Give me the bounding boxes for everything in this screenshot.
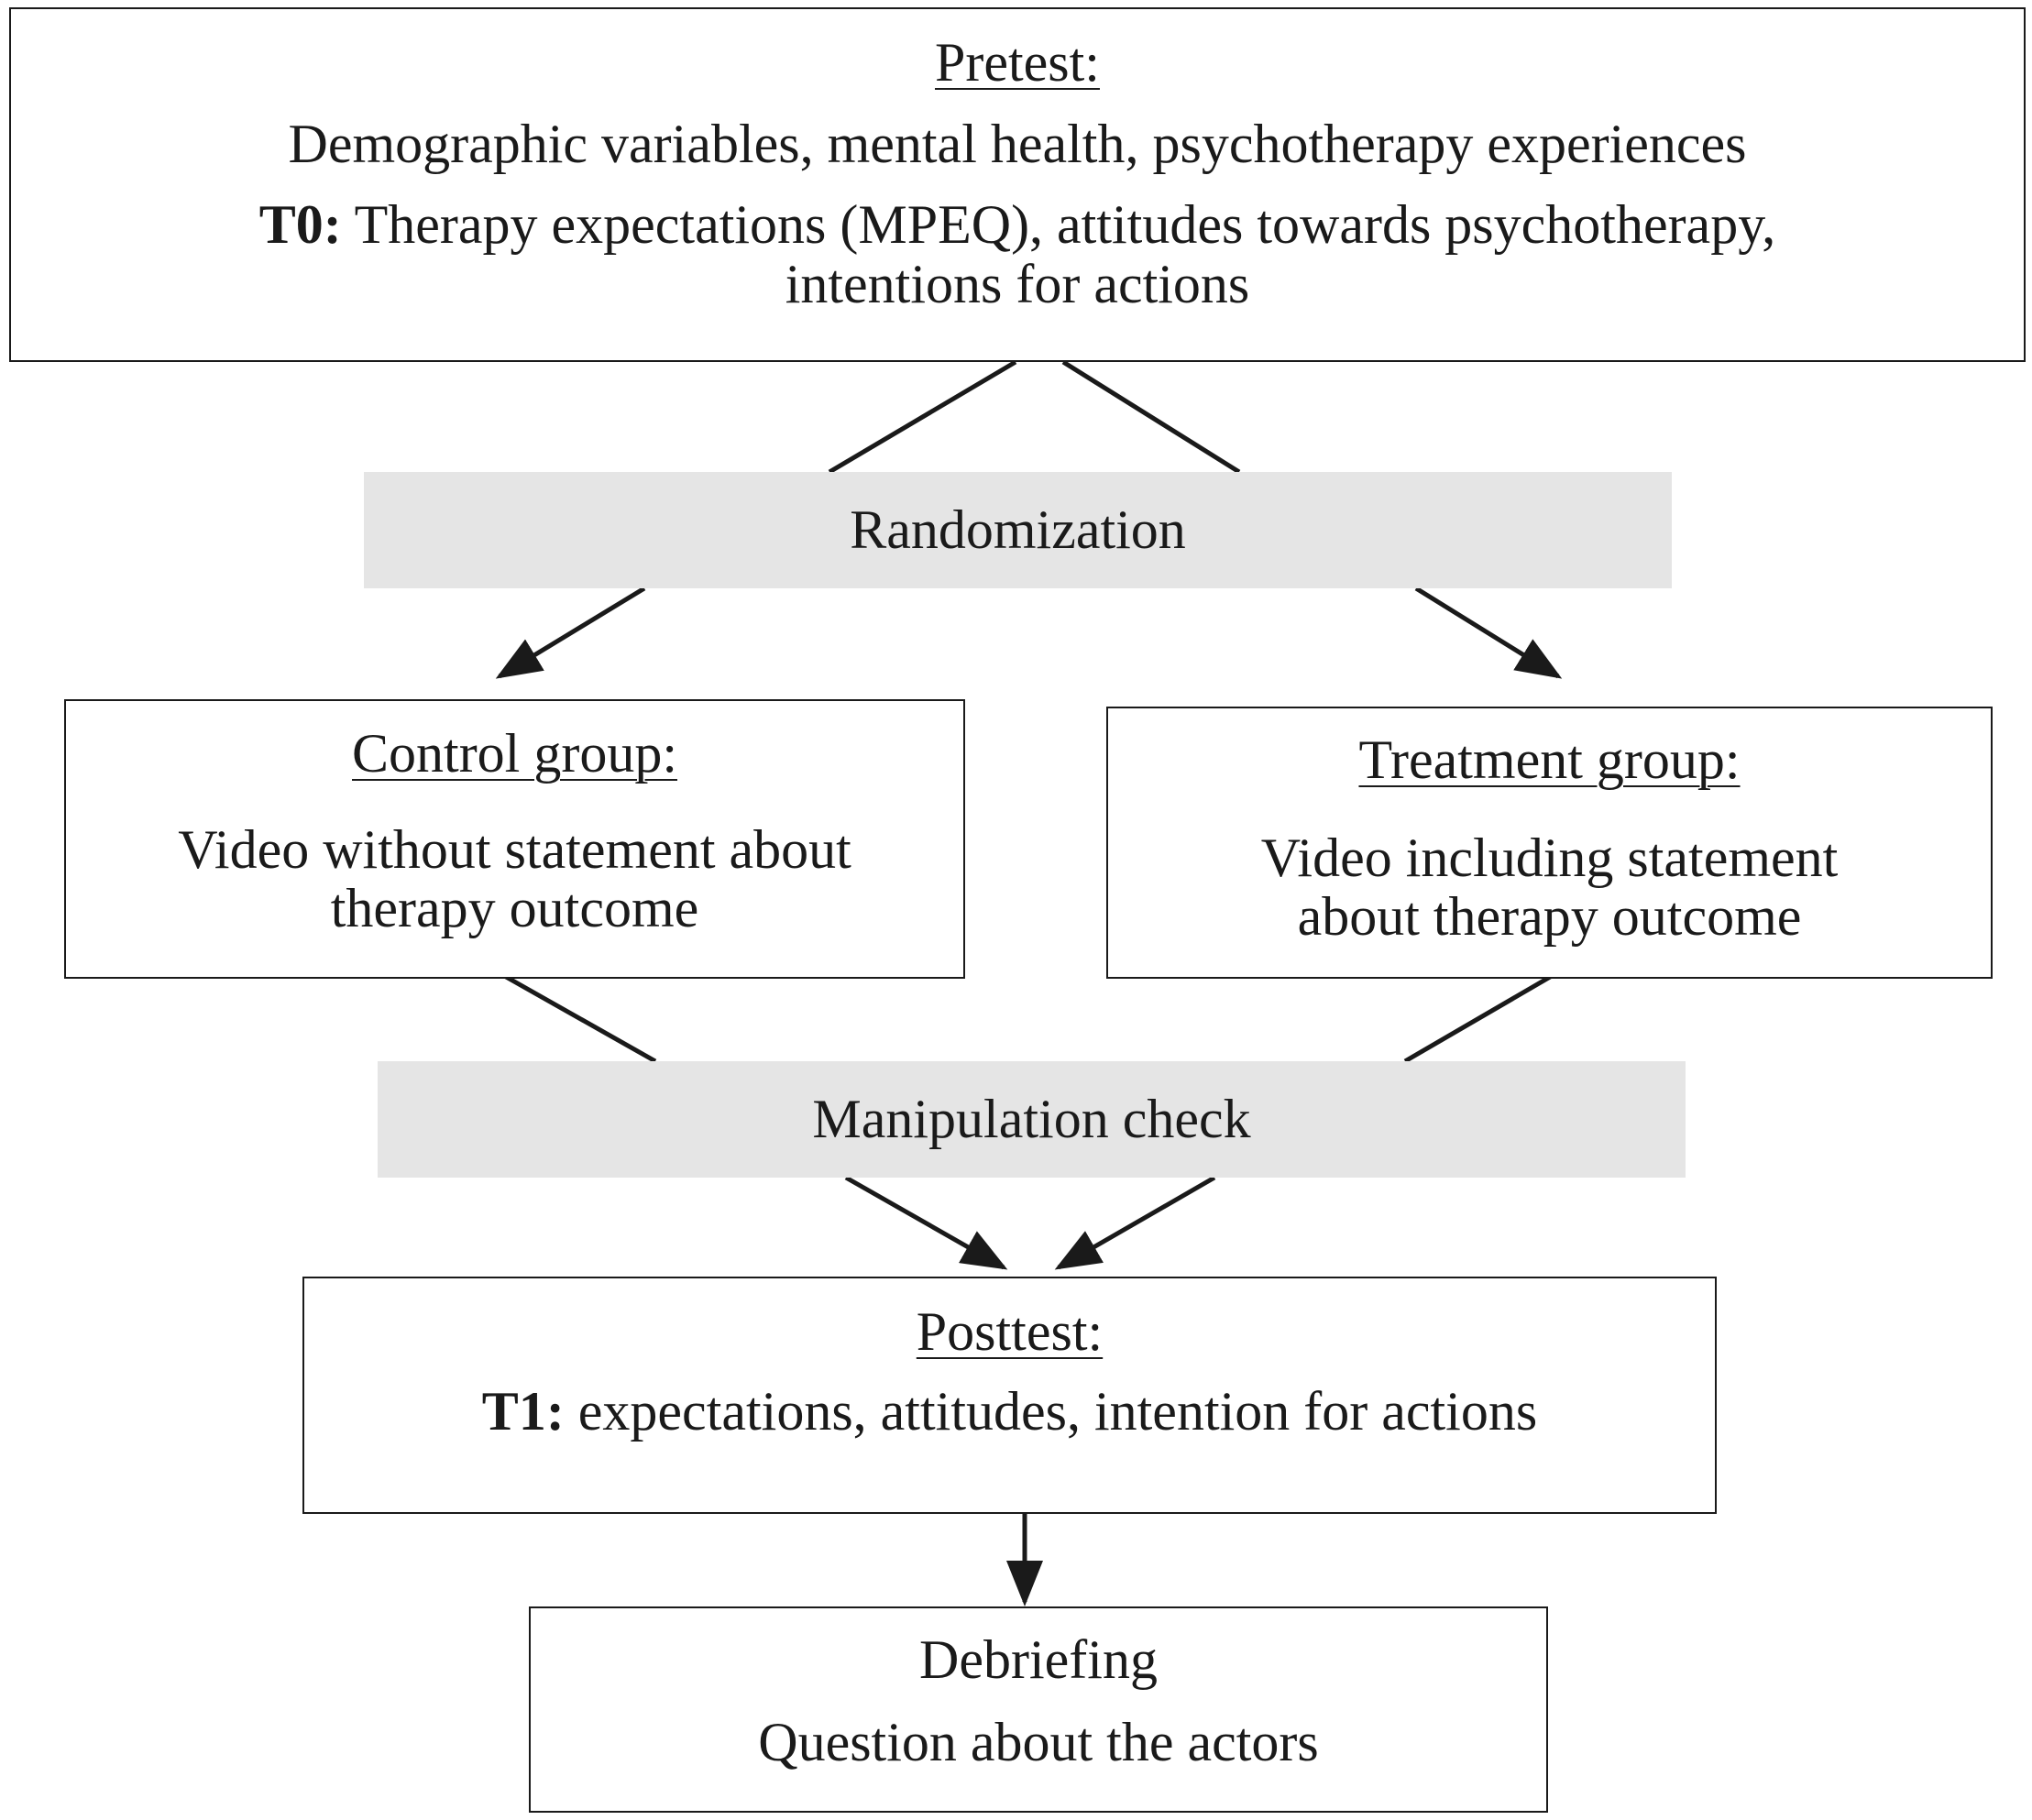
- debriefing-box: Debriefing Question about the actors: [529, 1606, 1548, 1813]
- treatment-group-box: Treatment group: Video including stateme…: [1106, 707, 1993, 979]
- randomization-band: Randomization: [364, 472, 1672, 588]
- t0-text: Therapy expectations (MPEQ), attitudes t…: [354, 194, 1776, 255]
- pretest-box: Pretest: Demographic variables, mental h…: [9, 7, 2026, 362]
- control-group-description-line1: Video without statement about: [178, 819, 851, 880]
- randomization-to-control-arrow: [495, 586, 646, 679]
- pretest-variables-text: Demographic variables, mental health, ps…: [288, 114, 1747, 174]
- debriefing-question-text: Question about the actors: [758, 1712, 1319, 1772]
- posttest-box: Posttest: T1: expectations, attitudes, i…: [302, 1277, 1717, 1514]
- manipulation-check-label: Manipulation check: [812, 1089, 1251, 1149]
- treatment-to-manipulation-line: [1403, 967, 1565, 1064]
- treatment-group-heading: Treatment group:: [1358, 729, 1741, 790]
- pretest-to-randomization-left-line: [828, 359, 1017, 475]
- manipulation-to-posttest-left-arrow: [844, 1175, 1008, 1270]
- treatment-group-description-line1: Video including statement: [1260, 828, 1839, 888]
- t1-label: T1:: [481, 1381, 565, 1442]
- treatment-group-description-line2: about therapy outcome: [1297, 886, 1802, 947]
- t0-text-continued: intentions for actions: [785, 254, 1250, 314]
- control-group-box: Control group: Video without statement a…: [64, 699, 965, 979]
- t0-label: T0:: [258, 194, 342, 255]
- debriefing-title: Debriefing: [919, 1629, 1158, 1690]
- pretest-heading: Pretest:: [935, 32, 1100, 93]
- t1-text: expectations, attitudes, intention for a…: [577, 1381, 1538, 1442]
- control-group-description-line2: therapy outcome: [330, 878, 699, 938]
- posttest-heading: Posttest:: [916, 1301, 1104, 1362]
- randomization-label: Randomization: [850, 499, 1186, 560]
- manipulation-check-band: Manipulation check: [378, 1061, 1686, 1178]
- manipulation-to-posttest-right-arrow: [1054, 1175, 1216, 1270]
- control-to-manipulation-line: [491, 967, 657, 1064]
- randomization-to-treatment-arrow: [1414, 586, 1563, 679]
- control-group-heading: Control group:: [352, 723, 677, 784]
- pretest-to-randomization-right-line: [1061, 359, 1241, 475]
